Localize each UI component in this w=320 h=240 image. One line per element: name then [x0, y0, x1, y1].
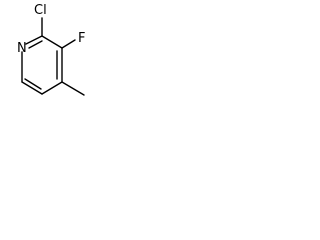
bond-c5-c6 — [21, 81, 43, 95]
fluorine-label: F — [78, 31, 85, 46]
bond-c2-c3 — [41, 35, 63, 49]
bond-c3-f — [61, 39, 76, 49]
chlorine-label: Cl — [34, 3, 47, 18]
chemical-structure: Cl F N — [17, 3, 85, 96]
bond-c5-c6-inner — [24, 78, 42, 90]
bond-c4-methyl — [61, 81, 85, 96]
nitrogen-label: N — [17, 41, 27, 56]
bond-n1-c2-inner — [28, 40, 43, 49]
bond-c4-c5 — [41, 81, 63, 95]
bond-n1-c2 — [25, 35, 43, 45]
